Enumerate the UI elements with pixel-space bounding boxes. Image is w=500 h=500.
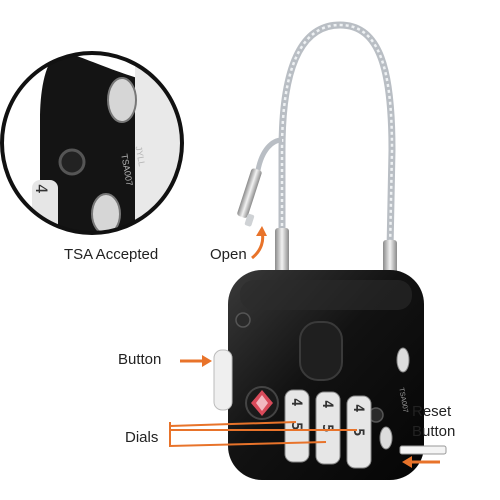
reset-arrow bbox=[402, 456, 440, 468]
svg-text:5: 5 bbox=[319, 424, 335, 432]
body-engraving: TSA007 bbox=[397, 387, 408, 413]
svg-text:4: 4 bbox=[319, 400, 335, 408]
button-label: Button bbox=[118, 351, 162, 368]
cable-shackle bbox=[278, 21, 396, 254]
dials-callout-lines bbox=[169, 421, 357, 448]
reset-pin bbox=[399, 445, 447, 455]
svg-text:4: 4 bbox=[288, 398, 304, 406]
open-arrow bbox=[251, 226, 267, 260]
svg-text:4: 4 bbox=[32, 184, 51, 194]
reset-button-label-line2: Button bbox=[412, 423, 456, 440]
svg-text:4: 4 bbox=[350, 404, 366, 412]
reset-button-label: Reset Button bbox=[412, 402, 455, 442]
svg-text:5: 5 bbox=[350, 428, 366, 436]
tsa-badge-icon bbox=[245, 386, 279, 420]
combination-dials: 4 5 4 5 4 5 bbox=[284, 389, 372, 469]
reset-button-label-line1: Reset bbox=[412, 403, 452, 420]
dials-label: Dials bbox=[125, 429, 159, 446]
button-arrow bbox=[180, 355, 212, 367]
detached-cable-end bbox=[237, 137, 283, 227]
open-label: Open bbox=[210, 246, 247, 263]
magnified-inset: 4 JYLL TSA007 bbox=[0, 51, 184, 235]
svg-text:5: 5 bbox=[288, 422, 304, 430]
inset-engraving-brand: JYLL bbox=[134, 145, 147, 167]
lock-body bbox=[213, 270, 424, 480]
tsa-accepted-label: TSA Accepted bbox=[64, 246, 159, 263]
left-cable-post bbox=[275, 228, 289, 276]
